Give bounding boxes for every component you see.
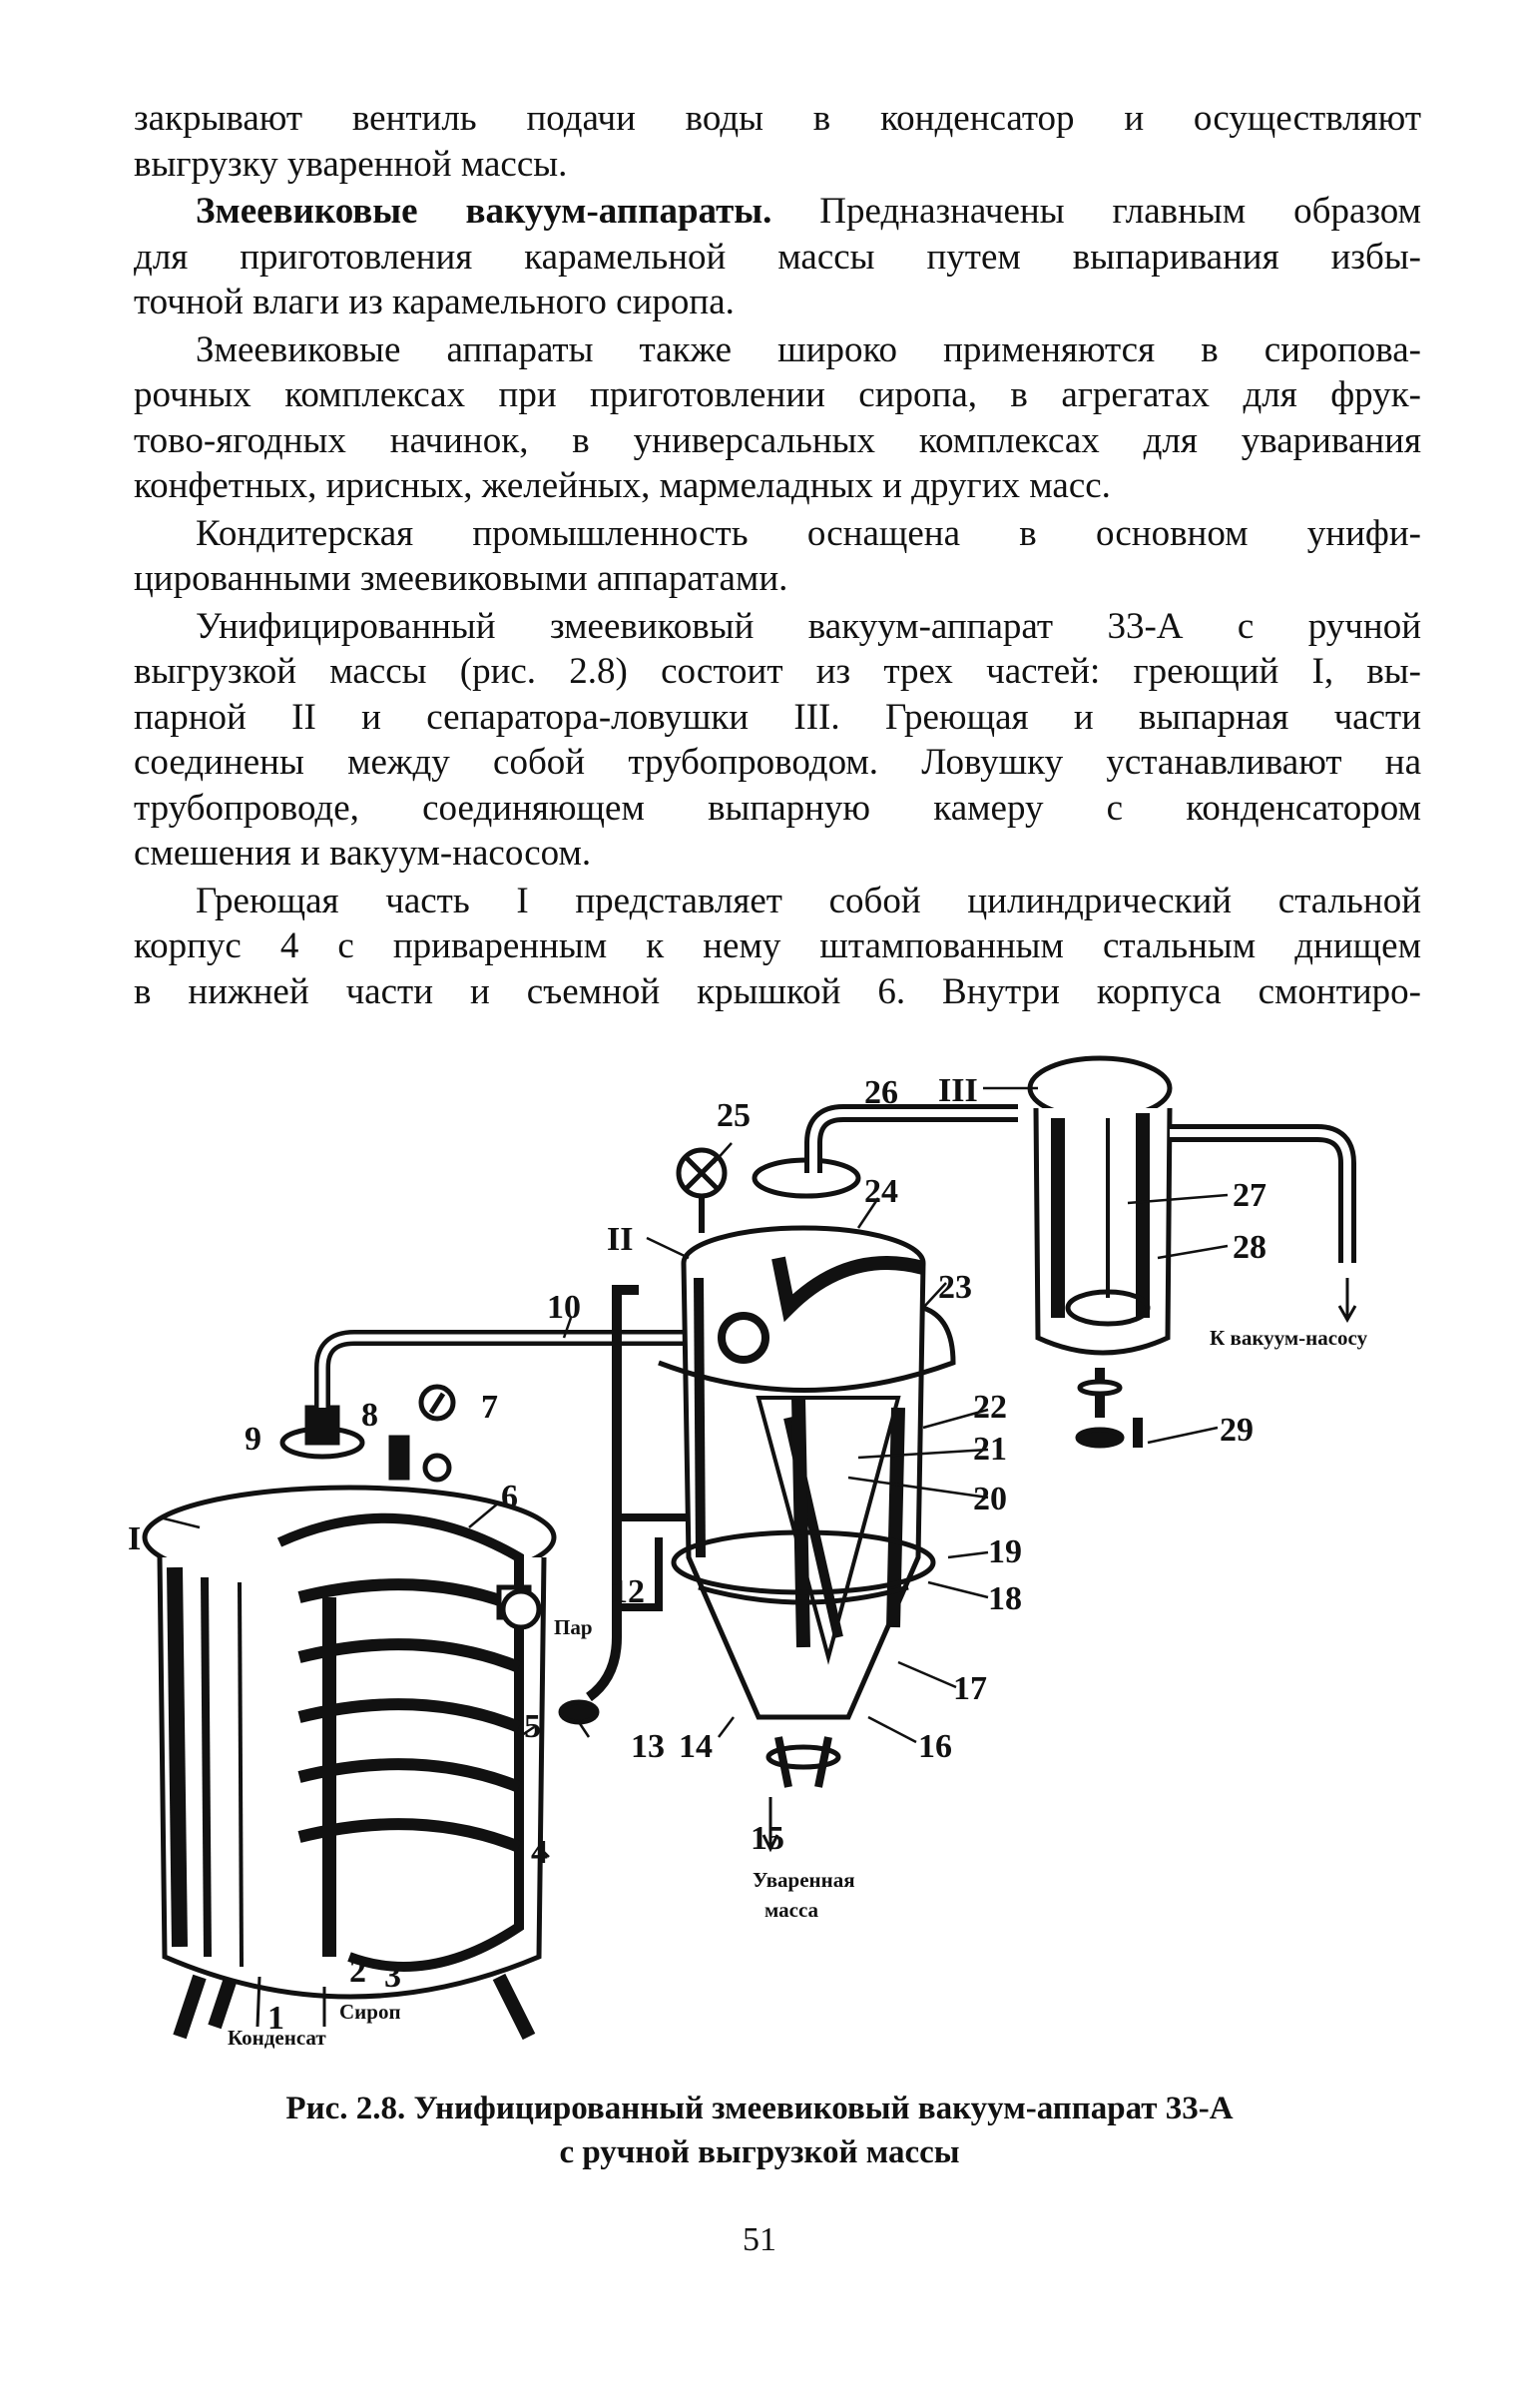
label-10: 10 [547, 1289, 581, 1326]
label-18: 18 [988, 1580, 1022, 1617]
label-cooked-mass-2: масса [764, 1898, 819, 1922]
text-line: Кондитерская промышленность оснащена в о… [196, 512, 1421, 554]
label-9: 9 [245, 1421, 261, 1458]
pipe-branch [617, 1513, 689, 1611]
text-line: конфетных, ирисных, желейных, мармеладны… [134, 465, 1111, 506]
valve-13 [558, 1699, 600, 1725]
text-line: соединены между собой трубопроводом. Лов… [134, 742, 1421, 783]
text-line: парной II и сепаратора-ловушки III. Грею… [134, 696, 1421, 738]
label-27: 27 [1233, 1177, 1266, 1214]
text-line: закрывают вентиль подачи воды в конденса… [134, 98, 1421, 139]
body-text: закрывают вентиль подачи воды в конденса… [134, 96, 1421, 1016]
text-line: Унифицированный змеевиковый вакуум-аппар… [196, 605, 1421, 647]
text-line: тово-ягодных начинок, в универсальных ко… [134, 419, 1421, 461]
label-13: 13 [631, 1728, 665, 1765]
text-line: для приготовления карамельной массы путе… [134, 236, 1421, 278]
leader-lines [159, 1086, 1229, 1858]
page-number: 51 [743, 2221, 776, 2258]
arrow-discharge [761, 1797, 779, 1853]
label-29: 29 [1220, 1412, 1254, 1449]
label-28: 28 [1233, 1229, 1266, 1266]
label-4: 4 [531, 1834, 548, 1871]
pipe-to-pump-inner [1170, 1129, 1351, 1263]
paragraph-1: закрывают вентиль подачи воды в конденса… [134, 96, 1421, 187]
paragraph-4: Кондитерская промышленность оснащена в о… [134, 511, 1421, 602]
text-line: трубопроводе, соединяющем выпарную камер… [134, 787, 1421, 829]
arrow-to-pump [1337, 1278, 1357, 1324]
paragraph-6: Греющая часть I представляет собой цилин… [134, 879, 1421, 1015]
label-21: 21 [973, 1431, 1007, 1468]
separator-trap [1027, 1055, 1173, 1449]
label-23: 23 [938, 1269, 972, 1306]
text-line: смешения и вакуум-насосом. [134, 833, 592, 874]
gauge-needle [428, 1392, 446, 1415]
figure-caption: Рис. 2.8. Унифицированный змеевиковый ва… [0, 2087, 1519, 2174]
label-12: 12 [611, 1573, 645, 1610]
label-5: 5 [524, 1708, 541, 1745]
text-line: Змеевиковые вакуум-аппараты. Предназначе… [134, 189, 1421, 235]
label-steam: Пар [554, 1615, 593, 1639]
label-20: 20 [973, 1481, 1007, 1517]
caption-line-1: Рис. 2.8. Унифицированный змеевиковый ва… [285, 2091, 1234, 2126]
evaporator-vessel [658, 1225, 956, 1788]
gauge-cross [685, 1156, 719, 1190]
label-7: 7 [481, 1389, 498, 1426]
label-8: 8 [361, 1397, 378, 1434]
pipe-10-inner [318, 1334, 744, 1408]
label-part-3: III [938, 1072, 978, 1109]
paragraph-5: Унифицированный змеевиковый вакуум-аппар… [134, 604, 1421, 877]
gauge-fitting [422, 1453, 452, 1483]
paragraph-2: Змеевиковые вакуум-аппараты. Предназначе… [134, 189, 1421, 325]
label-16: 16 [918, 1728, 952, 1765]
label-26: 26 [864, 1074, 898, 1111]
label-syrup: Сироп [339, 2000, 401, 2024]
arrow-inlets [255, 1976, 326, 2028]
heating-vessel [142, 1405, 557, 2041]
paragraph-3: Змеевиковые аппараты также широко примен… [134, 327, 1421, 509]
figure-labels: 25 26 III 24 II 27 28 23 10 К вакуум-нас… [128, 1072, 1368, 2050]
apparatus-drawing [142, 1055, 1357, 2041]
caption-line-2: с ручной выгрузкой массы [559, 2134, 960, 2170]
text-line: цированными змеевиковыми аппаратами. [134, 558, 788, 599]
pipe-12 [585, 1285, 639, 1702]
label-3: 3 [384, 1958, 401, 1995]
pipe-26-inner [809, 1109, 1018, 1173]
label-25: 25 [717, 1097, 751, 1134]
text-line: в нижней части и съемной крышкой 6. Внут… [134, 970, 1421, 1012]
label-15: 15 [751, 1820, 784, 1857]
label-part-2: II [607, 1221, 633, 1258]
label-to-vacuum-pump: К вакуум-насосу [1210, 1326, 1368, 1350]
label-2: 2 [349, 1953, 366, 1990]
label-part-1: I [128, 1520, 141, 1557]
text-line: выгрузку уваренной массы. [134, 143, 568, 185]
text-line: выгрузкой массы (рис. 2.8) состоит из тр… [134, 651, 1421, 692]
safety-valve-8 [388, 1435, 410, 1481]
text-line: Греющая часть I представляет собой цилин… [196, 880, 1421, 921]
text-line: рочных комплексах при приготовлении сиро… [134, 374, 1421, 415]
label-17: 17 [953, 1670, 987, 1707]
section-heading: Змеевиковые вакуум-аппараты. [196, 191, 772, 232]
text-fragment: Предназначены главным образом [771, 191, 1421, 232]
label-22: 22 [973, 1389, 1007, 1426]
label-6: 6 [501, 1479, 518, 1515]
label-1: 1 [267, 2000, 284, 2037]
text-line: корпус 4 с приваренным к нему штампованн… [134, 925, 1421, 966]
label-14: 14 [679, 1728, 713, 1765]
text-line: Змеевиковые аппараты также широко примен… [196, 328, 1421, 370]
label-24: 24 [864, 1173, 898, 1210]
label-cooked-mass-1: Уваренная [753, 1868, 855, 1892]
label-19: 19 [988, 1533, 1022, 1570]
text-line: точной влаги из карамельного сиропа. [134, 282, 735, 322]
label-condensate: Конденсат [228, 2026, 326, 2050]
